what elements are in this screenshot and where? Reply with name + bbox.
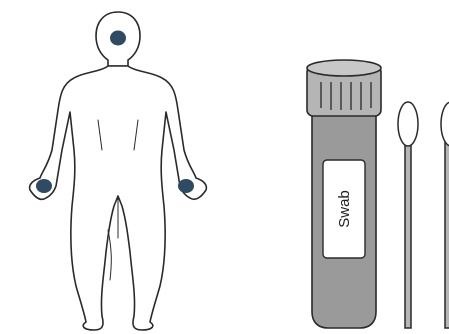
swab-stick-shaft-cropped [445, 142, 449, 328]
swab-stick-tip-cropped [441, 102, 449, 146]
site-marker-right-hand [178, 179, 194, 193]
swab-stick-icon-cropped [441, 102, 449, 328]
swab-stick-tip [398, 102, 418, 146]
swab-stick-shaft [405, 142, 411, 328]
site-marker-head [110, 31, 126, 46]
swab-stick-icon [398, 102, 418, 328]
tube-label-text: Swab [336, 190, 353, 228]
human-body-outline [30, 12, 207, 330]
site-marker-left-hand [36, 179, 52, 193]
tube-cap-top [307, 60, 381, 76]
